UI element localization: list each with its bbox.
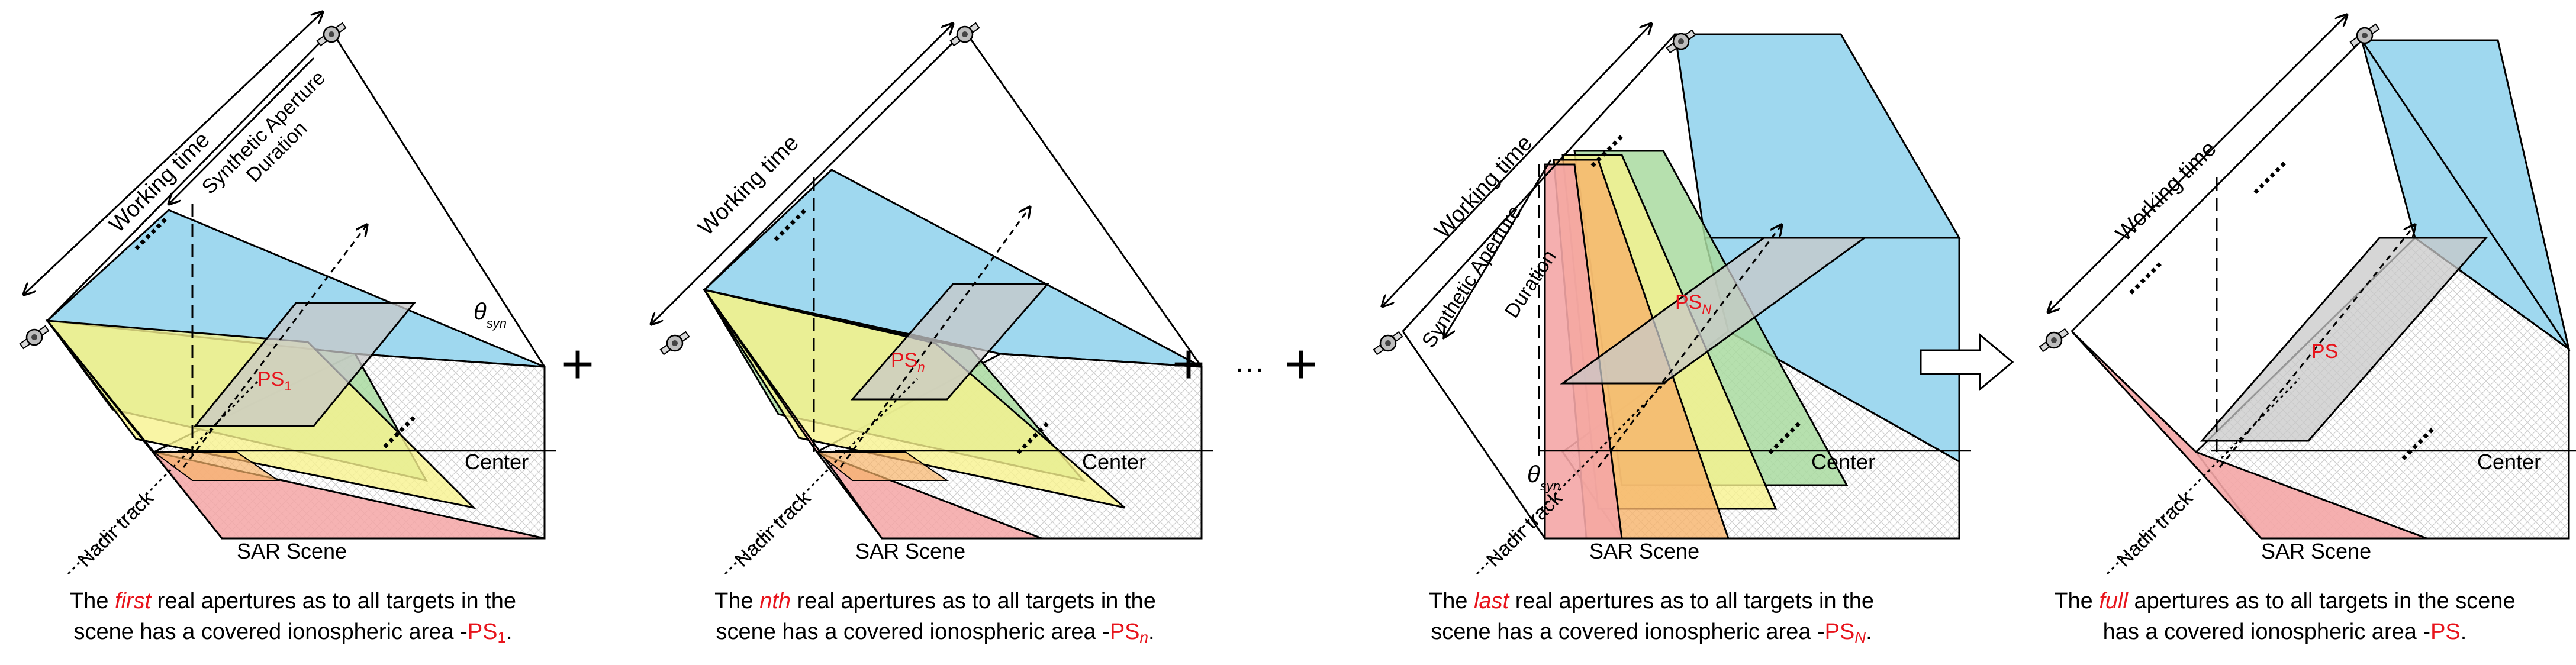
slant-edge (1402, 331, 1546, 539)
theta-label: θsyn (474, 299, 507, 331)
panel-first-aperture: Working time Synthetic Aperture Duration… (19, 12, 556, 575)
nadir-track-label: Nadir track (730, 486, 816, 572)
red-beam (2071, 330, 2427, 540)
sar-scene-label: SAR Scene (855, 539, 965, 563)
nadir-track-line (67, 377, 262, 575)
center-label: Center (1082, 450, 1146, 474)
caption-first: The first real apertures as to all targe… (69, 589, 517, 646)
synthetic-aperture-arrow (1444, 159, 1552, 337)
caption-full: The full apertures as to all targets in … (2054, 589, 2516, 644)
nadir-track-label: Nadir track (73, 486, 159, 572)
ps-label: PS (2311, 340, 2338, 363)
caption-nth: The nth real apertures as to all targets… (714, 589, 1156, 646)
center-label: Center (1811, 450, 1875, 474)
ellipsis-operator: ··· (1234, 351, 1265, 386)
orange-overlap (152, 451, 281, 481)
dots: ...... (2237, 146, 2291, 199)
nadir-track-line (2106, 377, 2301, 575)
satellite-icon (949, 22, 980, 47)
sar-scene-label: SAR Scene (2261, 539, 2371, 563)
theta-label: θsyn (1527, 461, 1560, 493)
working-time-arrow (651, 24, 953, 324)
panel-full-aperture: Working time ...... ...... ...... PS Nad… (2039, 15, 2576, 575)
working-time-arrow (1382, 24, 1651, 306)
satellite-icon (2039, 328, 2069, 353)
working-time-label: Working time (1430, 131, 1537, 243)
ground-flight-arrow[interactable] (2218, 225, 2415, 468)
ps-area (193, 302, 417, 427)
nadir-track-label: Nadir track (2113, 486, 2198, 572)
panel-last-aperture: Working time Synthetic Aperture Duration… (1373, 24, 1971, 575)
center-label: Center (465, 450, 529, 474)
satellite-icon (316, 22, 347, 47)
nadir-track-line (1476, 377, 1670, 575)
synthetic-aperture-arrow (169, 57, 315, 204)
plus-operator: + (1284, 332, 1318, 396)
panel-nth-aperture: Working time ...... ...... PSn Nadir tra… (651, 22, 1213, 575)
ps-area (1560, 237, 1867, 385)
satellite-icon (1373, 331, 1403, 356)
plus-operator: + (561, 332, 594, 396)
satellite-icon (19, 325, 50, 350)
nadir-track-line (724, 377, 919, 575)
caption-last: The last real apertures as to all target… (1429, 589, 1874, 646)
slant-edge (330, 30, 546, 367)
red-beam (46, 320, 545, 540)
working-time-arrow (2048, 15, 2347, 312)
blue-beam (1674, 33, 1961, 239)
working-time-label: Working time (2111, 136, 2221, 246)
slant-edge (964, 30, 1203, 367)
satellite-icon (659, 331, 690, 356)
dots: ...... (2113, 246, 2167, 300)
ps-label: PSn (891, 349, 925, 375)
sar-scene-label: SAR Scene (1589, 539, 1699, 563)
ground-flight-arrow[interactable] (182, 225, 367, 468)
orange-overlap (815, 451, 949, 481)
ground-flight-arrow[interactable] (1597, 225, 1782, 468)
result-arrow-icon (1920, 332, 2014, 392)
ps-label: PS1 (257, 368, 292, 393)
working-time-arrow (24, 12, 323, 295)
ps-label: PSN (1675, 291, 1711, 317)
slant-edge (2361, 40, 2570, 350)
plus-operator: + (1172, 332, 1205, 396)
sar-scene-label: SAR Scene (237, 539, 347, 563)
center-label: Center (2477, 450, 2541, 474)
